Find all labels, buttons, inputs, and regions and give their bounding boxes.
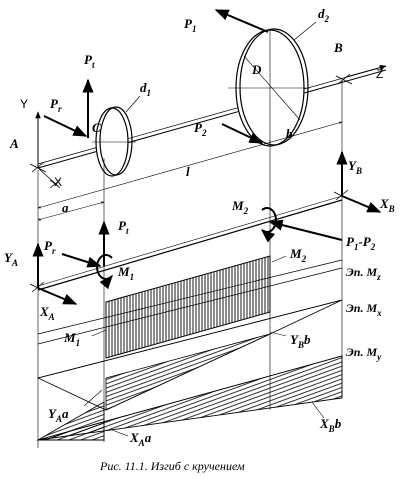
svg-text:M1: M1 [63,330,80,348]
svg-text:Эп. My: Эп. My [346,345,382,362]
svg-text:P2: P2 [194,120,207,138]
svg-text:b: b [286,126,293,141]
svg-text:Pr: Pr [44,238,56,256]
svg-text:d1: d1 [140,80,151,98]
svg-text:a: a [62,200,69,215]
d1-leader [125,95,141,113]
svg-text:XAa: XAa [129,430,152,448]
shaft-axis [37,64,387,169]
svg-text:YAa: YAa [48,406,69,424]
svg-text:YA: YA [4,250,18,268]
svg-text:M2: M2 [231,198,249,216]
force-p1-p2 [268,219,343,241]
force-pr-top [43,115,88,137]
reaction-xa [37,287,78,305]
svg-text:B: B [333,40,343,55]
dimension-lines [37,121,343,221]
mz-base2 [37,267,343,345]
diagram-my [36,355,343,441]
support-b [335,73,353,85]
svg-text:Y: Y [20,97,28,111]
svg-text:l: l [186,164,190,179]
mz-baseline [37,259,343,335]
svg-text:C: C [92,120,101,135]
svg-text:XB: XB [379,196,395,214]
svg-text:XBb: XBb [319,416,342,434]
moment-m1 [96,254,113,290]
svg-text:YBb: YBb [290,332,311,350]
svg-text:M1: M1 [117,264,134,282]
svg-text:M2: M2 [289,246,307,264]
force-pr-mid [61,253,102,268]
labels: P1 d2 B Z Pt D d1 Y Pr C P2 b A X l YB M… [4,6,395,448]
svg-text:Pr: Pr [50,96,62,114]
svg-text:Pt: Pt [84,52,95,70]
diagram-mz [105,255,271,359]
svg-text:Pt: Pt [118,218,129,236]
svg-text:X: X [54,175,62,189]
d2-leader [293,21,317,41]
svg-text:Эп. Mz: Эп. Mz [346,265,381,282]
figure-caption: Рис. 11.1. Изгиб с кручением [99,459,245,473]
svg-text:d2: d2 [318,6,330,24]
svg-text:P1-P2: P1-P2 [346,234,376,252]
disk-d [228,28,310,147]
svg-text:Эп. Mx: Эп. Mx [346,301,382,318]
reaction-xb [341,195,382,213]
label-leaders [83,255,325,437]
diagram-mx [36,299,343,411]
lower-shaft [37,195,343,291]
force-p1 [214,9,269,33]
disk-c [92,106,136,177]
svg-text:D: D [251,62,262,77]
svg-text:A: A [9,136,19,151]
svg-text:XA: XA [39,304,55,322]
svg-text:Z: Z [376,67,383,81]
lower-supports [29,189,351,293]
svg-text:YB: YB [348,158,362,176]
svg-text:P1: P1 [184,16,196,34]
